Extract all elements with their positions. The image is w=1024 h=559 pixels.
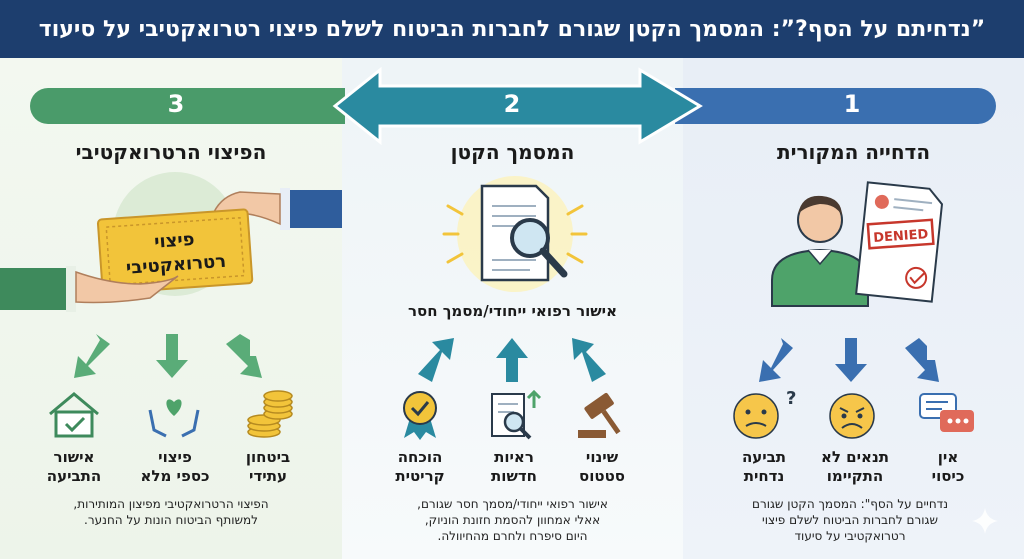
denied-stamp: DENIED	[873, 227, 929, 246]
award-ribbon-icon	[403, 391, 437, 440]
arrow-down-right	[905, 338, 939, 382]
heading-step-3: הפיצוי הרטרואקטיבי	[75, 140, 267, 164]
gavel-icon	[578, 392, 621, 438]
step-3-bar	[30, 88, 345, 124]
arrow-down	[156, 334, 188, 378]
chat-bubbles-icon	[919, 393, 974, 432]
svg-text:?: ?	[786, 388, 796, 409]
document-subtitle: אישור רפואי ייחודי/מסמך חסר	[407, 302, 618, 320]
label-future-security: ביטחון עתידי	[245, 448, 291, 485]
panel-original-denial	[683, 58, 1024, 559]
caption-panel-1: נדחיים על הסף": המסמך הקטן שגורם שגורם ל…	[751, 497, 949, 543]
arrow-down-left	[74, 334, 110, 378]
step-number-1: 1	[843, 90, 861, 118]
arrow-up	[496, 338, 528, 382]
panel-small-document	[342, 58, 683, 559]
arrow-up-right	[418, 338, 454, 382]
coins-stack-icon	[247, 390, 293, 438]
heading-step-2: המסמך הקטן	[450, 140, 575, 164]
house-check-icon	[49, 392, 99, 438]
arrow-up-left	[572, 338, 606, 382]
panel-2-arrows	[418, 338, 606, 382]
confused-face-icon: ?	[733, 388, 796, 439]
arrow-down-right	[226, 334, 262, 378]
flow-arrows	[30, 66, 996, 146]
step-2-double-arrow	[332, 66, 703, 146]
step-number-2: 2	[503, 90, 521, 118]
handshake-ticket-illustration: פיצוי רטרואקטיבי	[0, 172, 342, 312]
denied-person-illustration: DENIED	[771, 181, 944, 307]
caption-panel-2: אישור רפואי ייחודי/מסמך חסר שגורם, אאלי …	[417, 497, 608, 543]
label-claim-rejected: תביעה נדחית	[741, 448, 787, 485]
label-status-change: שינוי סטטוס	[579, 448, 625, 485]
arrow-down-left	[759, 338, 793, 382]
panel-3-arrows	[74, 334, 262, 378]
label-claim-approval: אישור התביעה	[46, 448, 102, 485]
document-magnifier-illustration	[442, 176, 588, 292]
caption-panel-3: הפיצוי הרטרואקטיבי מפיצון המותירות, למשו…	[73, 497, 269, 527]
label-conditions-not-met: תנאים לא התקיימו	[820, 448, 890, 485]
ticket-line-1: פיצוי	[153, 229, 195, 253]
step-1-bar	[675, 88, 996, 124]
label-full-compensation: פיצוי כספי מלא	[140, 448, 210, 485]
hands-heart-icon	[148, 399, 200, 438]
step-number-3: 3	[167, 90, 185, 118]
label-new-evidence: ראיות חדשות	[491, 448, 537, 485]
page-title: ”נדחיתם על הסף?”: המסמך הקטן שגורם לחברו…	[0, 0, 1024, 58]
label-critical-proof: הוכחה קריטית	[395, 448, 445, 485]
document-search-icon	[491, 389, 542, 440]
arrow-down	[835, 338, 867, 382]
heading-step-1: הדחייה המקורית	[776, 140, 931, 164]
sparkle-icon	[972, 508, 998, 534]
label-no-coverage: אין כיסוי	[931, 448, 965, 485]
frowning-face-icon	[829, 393, 875, 439]
panel-1-arrows	[759, 338, 939, 382]
